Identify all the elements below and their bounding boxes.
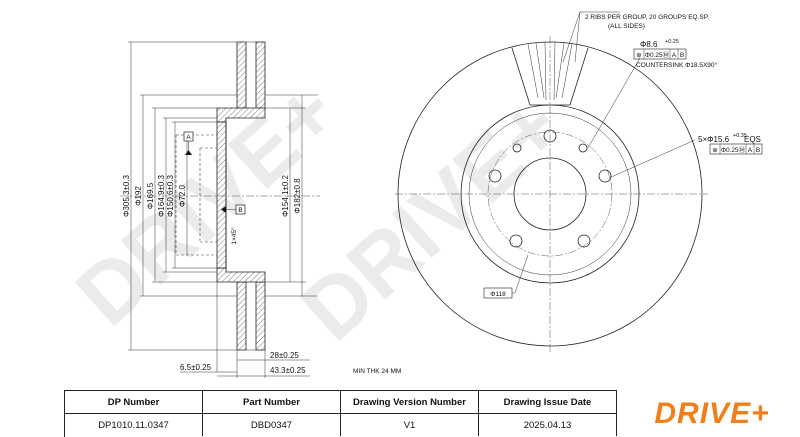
section-cheek-bottom-right [255,281,266,351]
pcd-label: Φ118 [490,291,506,298]
fcf-datum-a: A [672,52,677,59]
hat-step-bottom [216,267,266,283]
hat-outer [468,112,632,276]
brand-logo: DRIVE+ [624,392,800,436]
dia-150: Φ150.6±0.3 [166,174,175,216]
dim-43-3: 43.3±0.25 [270,366,306,375]
bolt-hole [509,234,523,248]
dia-305: Φ305.3±0.3 [122,174,131,216]
value-drawing-version: V1 [341,414,479,436]
bolt-hole [488,169,502,183]
dia-169: Φ169.5 [146,182,155,209]
rib-cutout [511,47,589,106]
dia-192: Φ192 [134,186,143,206]
hat-wall [216,121,227,269]
dia-164: Φ164.9±0.3 [157,174,166,216]
min-thickness: MIN THK 24 MM [353,368,401,375]
small-hole-dia: Φ8.6 [640,40,658,49]
countersink-note: COUNTERSINK Φ18.5X90° [636,61,718,69]
section-cheek-bottom-left [236,281,247,351]
bolt-holes-fcf: ⊕ Φ0.25Ⓜ A B [709,143,763,155]
chamfer-note: 1×45° [230,227,238,245]
fcf-symbol: ⊕ [636,52,642,59]
bolt-hole [577,234,591,248]
section-cheek-top-right [255,41,266,109]
fcf-tolerance: Φ0.25Ⓜ [721,146,746,154]
bolt-circle [487,131,613,257]
bolt-hole [543,129,557,143]
small-hole-fcf: ⊕ Φ0.25Ⓜ A B [633,48,687,60]
datum-a-label: A [186,134,191,141]
section-cheek-top-left [236,41,247,109]
title-block-values: DP1010.11.0347 DBD0347 V1 2025.04.13 [65,413,617,436]
datum-a: A [183,131,194,155]
small-hole-tol: +0.25 [665,39,679,45]
dim-28: 28±0.25 [270,351,299,360]
fcf-symbol: ⊕ [712,147,718,154]
dia-154: Φ154.1±0.2 [281,174,290,216]
datum-b-label: B [238,207,242,214]
section-view: Φ305.3±0.3 Φ192 Φ169.5 Φ164.9±0.3 Φ150.6… [120,41,401,378]
dia-72: Φ72.0 [178,184,187,207]
disc-outer [397,41,703,347]
fcf-tolerance: Φ0.25Ⓜ [645,51,670,59]
header-issue-date: Drawing Issue Date [479,391,617,413]
front-view [395,11,708,352]
fcf-datum-b: B [680,52,684,59]
bolt-holes-dia: 5×Φ15.6 [698,135,730,144]
fcf-datum-b: B [756,147,760,154]
value-issue-date: 2025.04.13 [479,414,617,436]
fcf-datum-a: A [748,147,753,154]
dim-6-5: 6.5±0.25 [180,363,212,372]
brand-logo-text: DRIVE+ [654,397,770,430]
value-dp-number: DP1010.11.0347 [65,414,203,436]
center-bore [513,157,587,231]
ribs-note: 2 RIBS PER GROUP, 20 GROUPS EQ.SP. [585,14,709,21]
title-block-headers: DP Number Part Number Drawing Version Nu… [65,391,617,413]
bolt-hole [598,169,612,183]
header-drawing-version: Drawing Version Number [341,391,479,413]
dia-182: Φ182±0.8 [293,178,302,214]
bolt-holes-eqs: EQS [744,135,761,144]
locating-hole [578,143,588,153]
value-part-number: DBD0347 [203,414,341,436]
all-sides-note: (ALL SIDES) [608,23,645,30]
title-block: DP Number Part Number Drawing Version Nu… [64,390,617,437]
datum-b: B [221,204,246,215]
pcd-label-box: Φ118 [483,287,513,299]
bolt-holes-tol: +0.35 [733,133,747,139]
locating-hole [512,143,522,153]
header-dp-number: DP Number [65,391,203,413]
header-part-number: Part Number [203,391,341,413]
